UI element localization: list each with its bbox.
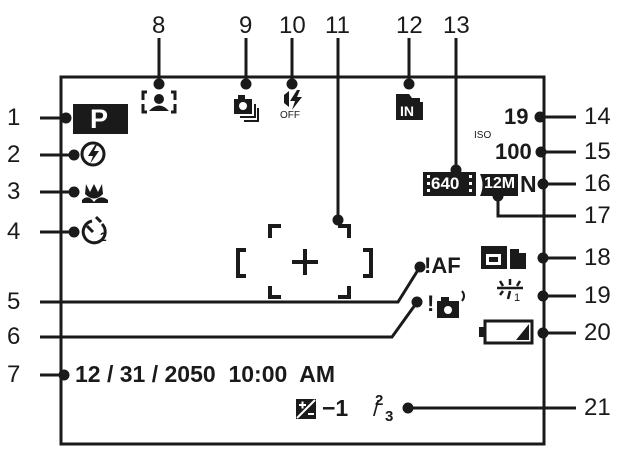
callout-19: 19 xyxy=(584,282,611,309)
callout-1: 1 xyxy=(7,104,21,131)
shots-remaining: 19 xyxy=(504,104,529,129)
shake-warning-label: ! xyxy=(427,291,435,316)
quality-label: N xyxy=(520,171,537,197)
battery-icon xyxy=(479,319,534,345)
leader-5 xyxy=(40,269,420,304)
callout-7: 7 xyxy=(7,361,21,388)
movie-size-label: 640 xyxy=(431,174,460,193)
callout-16: 16 xyxy=(584,170,611,197)
continuous-shooting-icon xyxy=(234,95,259,122)
callout-11: 11 xyxy=(325,12,350,39)
leader-lines xyxy=(40,38,576,414)
memory-label: IN xyxy=(400,103,414,119)
callout-8: 8 xyxy=(152,12,166,39)
face-detection-icon xyxy=(141,90,177,114)
iso-label: ISO xyxy=(474,130,492,141)
wb-index: 1 xyxy=(514,292,521,304)
movie-size-icon xyxy=(423,172,476,196)
flash-off-icon xyxy=(284,90,302,110)
shooting-mode-icon xyxy=(73,104,128,134)
callout-9: 9 xyxy=(239,12,253,39)
self-timer-icon xyxy=(81,215,107,245)
camera-shake-icon xyxy=(437,290,465,318)
exposure-comp-value: −1 xyxy=(322,395,349,421)
callout-4: 4 xyxy=(7,218,21,245)
macro-icon xyxy=(82,184,108,203)
iso-value: 100 xyxy=(495,139,532,164)
callout-10: 10 xyxy=(279,12,306,39)
image-size-icon xyxy=(480,174,518,196)
exposure-compensation-icon xyxy=(296,399,316,419)
flash-off-label: OFF xyxy=(280,110,300,121)
callout-2: 2 xyxy=(7,141,21,168)
leader-17 xyxy=(496,198,576,218)
exposure-denominator: 3 xyxy=(385,408,394,425)
color-mode-icon xyxy=(481,246,526,269)
leader-6 xyxy=(40,304,417,339)
callout-3: 3 xyxy=(7,178,21,205)
flash-mode-icon xyxy=(80,141,106,167)
callout-5: 5 xyxy=(7,288,21,315)
date-time: 12 / 31 / 2050 10:00 AM xyxy=(75,361,335,387)
callout-18: 18 xyxy=(584,244,611,271)
callout-6: 6 xyxy=(7,323,21,350)
callout-13: 13 xyxy=(443,12,470,39)
exposure-numerator: 2 xyxy=(375,392,384,409)
white-balance-icon xyxy=(497,279,523,300)
callout-12: 12 xyxy=(396,12,423,39)
exposure-fraction-bar: / xyxy=(373,396,380,421)
selftimer-index: 2 xyxy=(100,230,107,244)
callout-20: 20 xyxy=(584,319,611,346)
callout-21: 21 xyxy=(584,394,611,421)
internal-memory-icon xyxy=(396,94,423,120)
shooting-mode-label: P xyxy=(90,104,109,134)
callout-17: 17 xyxy=(584,202,611,229)
image-size-label: 12M xyxy=(484,175,516,192)
af-warning-label: !AF xyxy=(424,253,461,278)
af-frame-icon xyxy=(236,224,373,299)
callout-15: 15 xyxy=(584,138,611,165)
callout-14: 14 xyxy=(584,103,611,130)
